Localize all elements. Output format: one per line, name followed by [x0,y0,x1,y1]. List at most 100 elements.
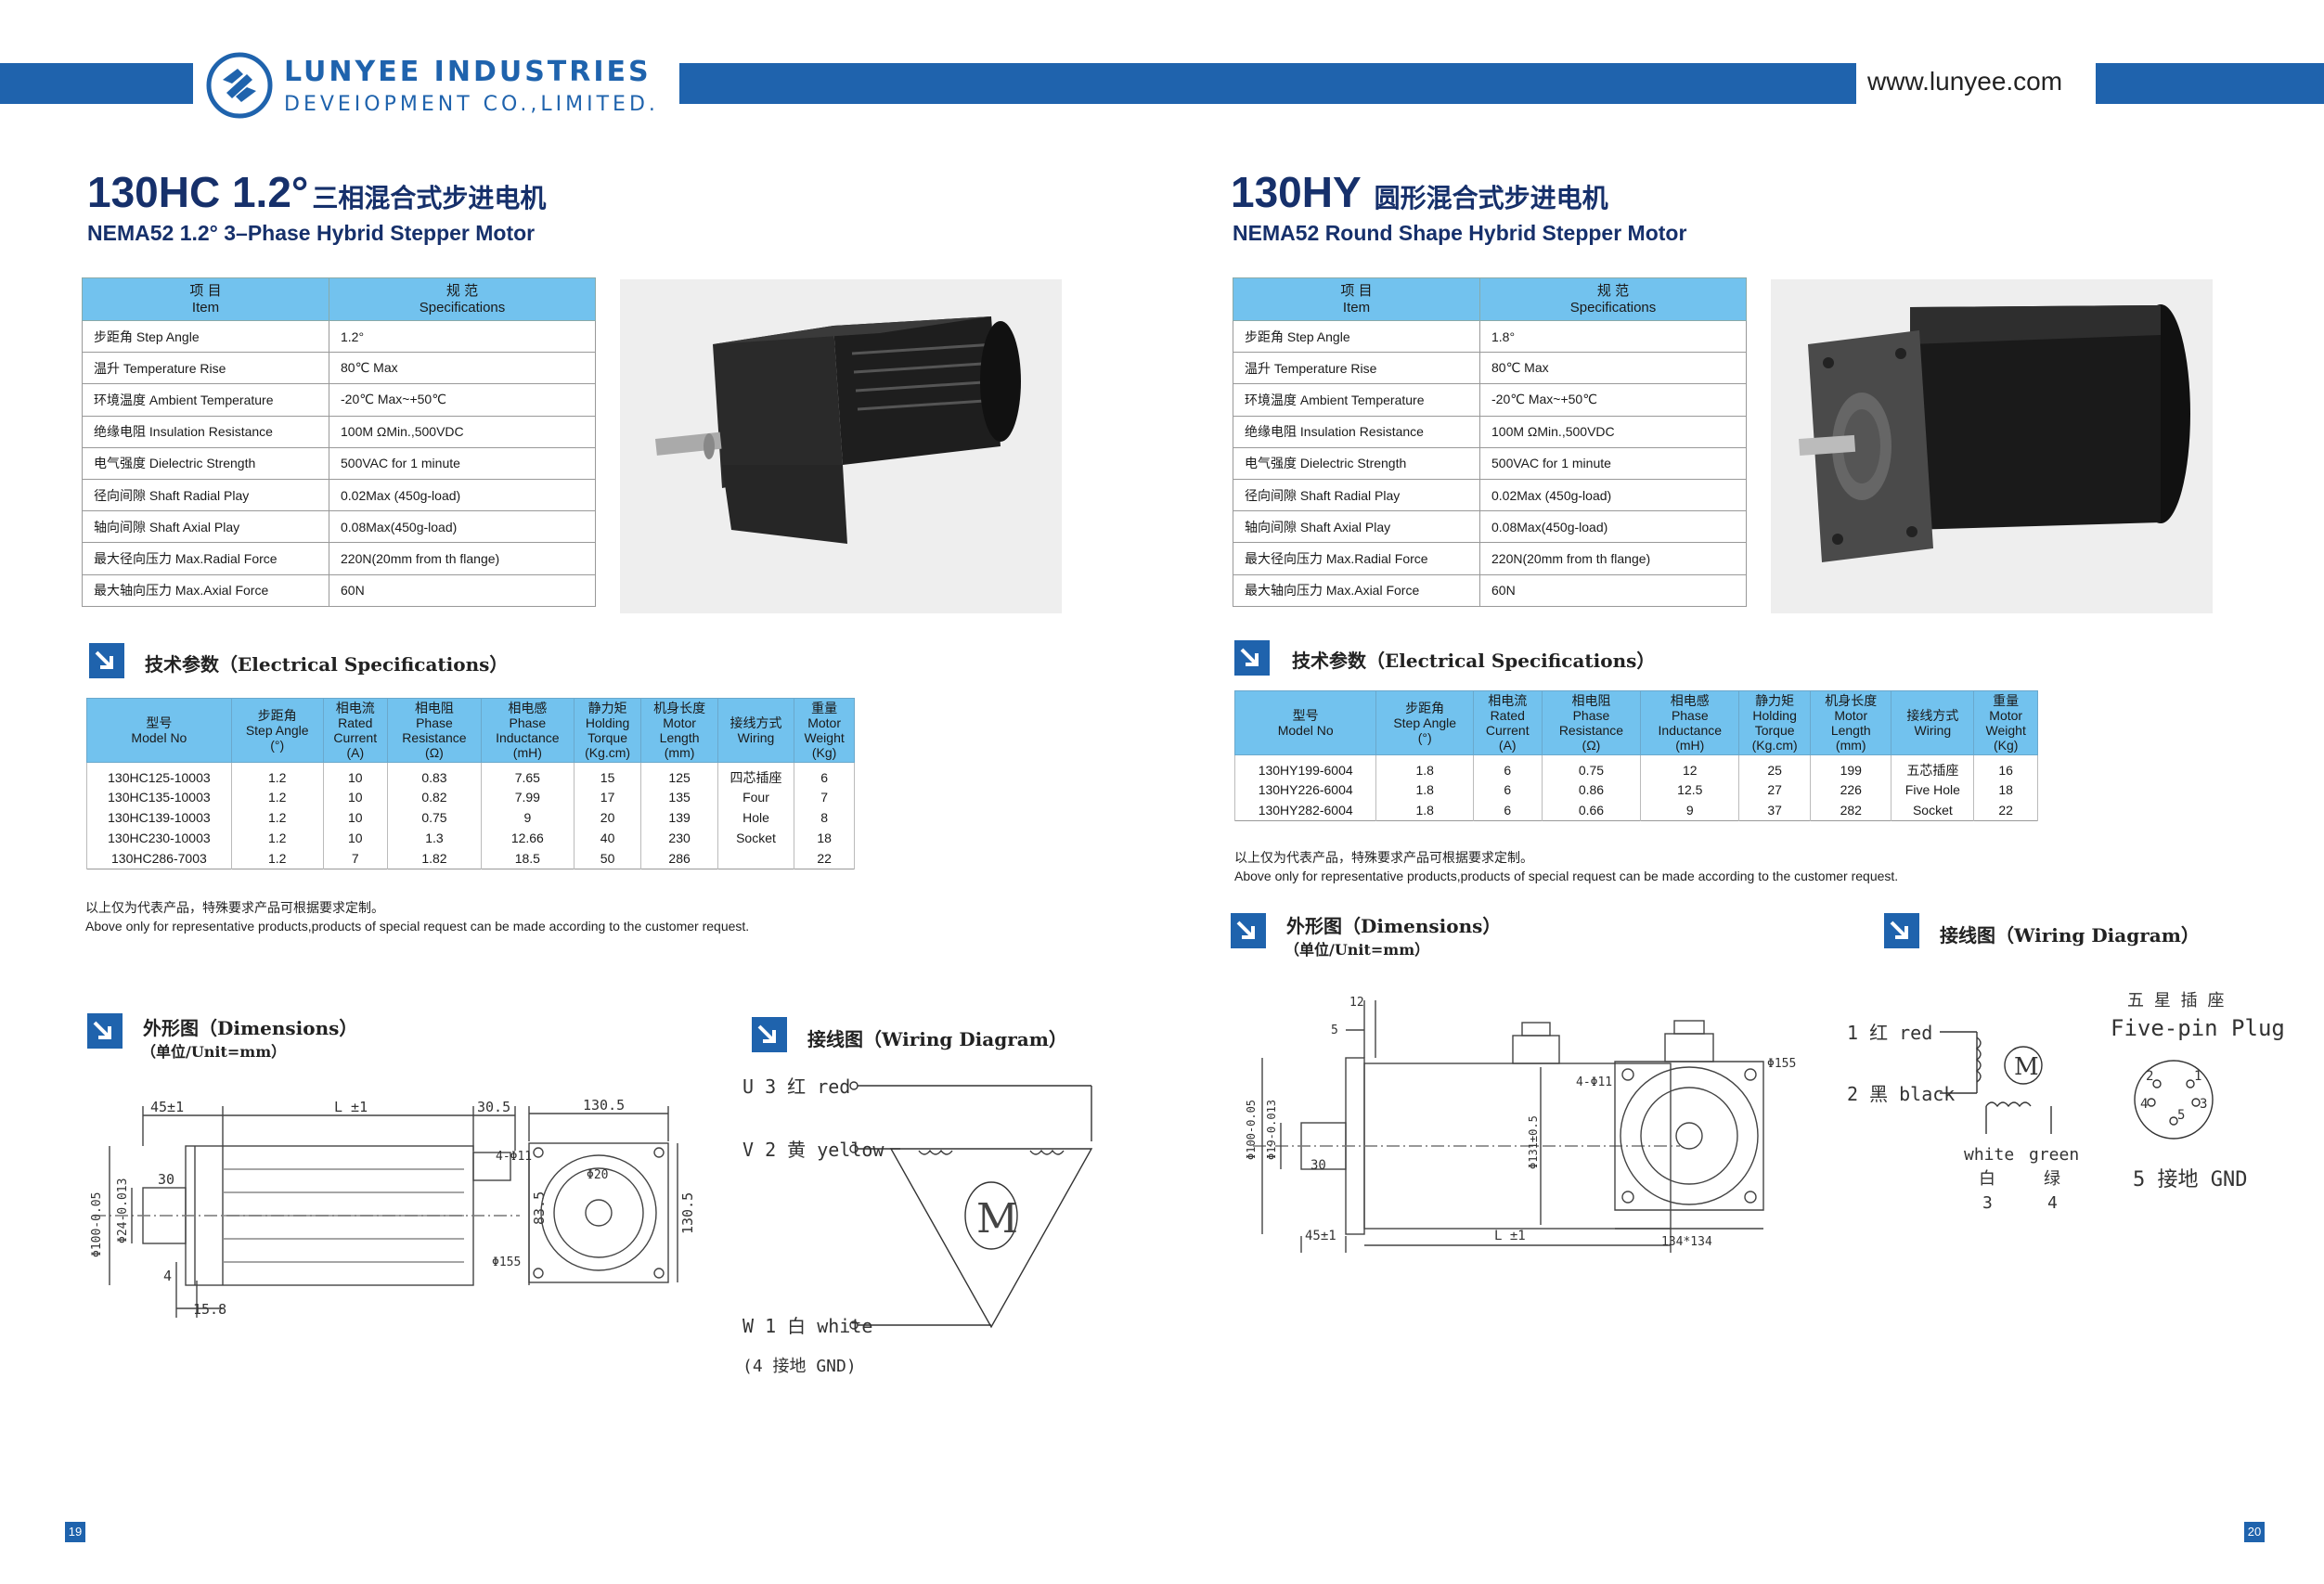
table-cell: 1.2 [230,828,324,848]
spec-value: 220N(20mm from th flange) [329,542,596,575]
table-cell: 0.86 [1541,779,1642,800]
elec-section-icon [1234,640,1270,676]
table-cell: 1.8 [1375,779,1474,800]
table-cell: 0.82 [386,787,482,807]
wire-black: 2 黑 black [1847,1083,1955,1105]
website-link[interactable]: www.lunyee.com [1867,67,2063,96]
table-cell: 1.2 [230,762,324,787]
right-front-view-drawing: 4-Φ11 Φ155 134*134 [1576,1020,1796,1249]
table-cell: 139 [640,807,718,828]
left-subtitle: NEMA52 1.2° 3–Phase Hybrid Stepper Motor [87,221,536,245]
spec-value: 0.08Max(450g-load) [1479,510,1747,544]
spec-value: 220N(20mm from th flange) [1479,542,1747,575]
right-motor-photo [1771,279,2213,613]
spec-item: 最大轴向压力 Max.Axial Force [1233,573,1480,607]
table-cell: 17 [573,787,642,807]
dim-12: 12 [1349,996,1364,1010]
left-note: 以上仅为代表产品，特殊要求产品可根据要求定制。 Above only for r… [85,898,749,935]
spec-value: 1.8° [1479,319,1747,354]
spec-item: 步距角 Step Angle [1233,319,1480,354]
table-cell: 12.5 [1640,779,1740,800]
table-cell: 130HC135-10003 [86,787,232,807]
left-elec-title: 技术参数（Electrical Specifications） [145,653,509,676]
spec-item: 轴向间隙 Shaft Axial Play [1233,510,1480,544]
table-cell: 1.8 [1375,754,1474,779]
table-cell: Socket [1891,800,1975,820]
table-cell: 22 [1973,800,2038,820]
table-cell: 27 [1738,779,1812,800]
table-cell: 0.75 [386,807,482,828]
dim-45: 45±1 [1305,1229,1336,1243]
dim-130-5-top: 130.5 [583,1097,625,1114]
table-cell: 12 [1640,754,1740,779]
table-cell: 25 [1738,754,1812,779]
table-cell: 9 [1640,800,1740,820]
table-cell: 1.2 [230,848,324,869]
dim-30: 30 [158,1171,174,1188]
table-cell: 0.75 [1541,754,1642,779]
table-cell: 22 [794,848,855,869]
spec-value: 80℃ Max [1479,352,1747,385]
spec-item: 绝缘电阻 Insulation Resistance [82,415,329,448]
spec-item: 轴向间隙 Shaft Axial Play [82,510,329,544]
round-motor-image [1799,304,2190,562]
dim-phi155: Φ155 [492,1256,521,1269]
dim-4: 4 [163,1268,172,1284]
table-cell: 125 [640,762,718,787]
table-cell: 9 [480,807,575,828]
table-cell: 15 [573,762,642,787]
table-cell: 37 [1738,800,1812,820]
pin-3: 3 [2200,1097,2207,1112]
spec-value: 80℃ Max [329,352,596,385]
wire-green: green [2029,1145,2079,1165]
right-title-cn: 圆形混合式步进电机 [1374,183,1608,213]
spec-value: 1.2° [329,319,596,354]
spec-value: 0.02Max (450g-load) [329,478,596,512]
spec-value: 500VAC for 1 minute [1479,446,1747,480]
table-cell: 12.66 [480,828,575,848]
left-wiring-drawing: U 3 红 red V 2 黄 yellow W 1 白 white (4 接地… [742,1075,1093,1376]
spec-value: -20℃ Max~+50℃ [329,383,596,417]
motor-symbol: M [976,1195,1018,1243]
dim-phi24: Φ24-0.013 [116,1178,130,1243]
wire-num-4: 4 [2047,1193,2058,1213]
spec-value: 60N [329,573,596,607]
table-cell: 130HY282-6004 [1233,800,1377,820]
table-cell: 四芯插座 [717,762,795,787]
wiring-section-icon [752,1017,787,1052]
table-cell: 7.65 [480,762,575,787]
spec-item: 温升 Temperature Rise [82,352,329,385]
left-dim-unit: （单位/Unit=mm） [141,1043,287,1061]
table-cell: 40 [573,828,642,848]
dim-134: 134*134 [1661,1235,1712,1249]
spec-value: 60N [1479,573,1747,607]
table-cell: 130HC230-10003 [86,828,232,848]
left-wiring-title: 接线图（Wiring Diagram） [807,1028,1067,1050]
right-note-en: Above only for representative products,p… [1234,869,1899,883]
spec-value: 0.08Max(450g-load) [329,510,596,544]
table-cell: 1.8 [1375,800,1474,820]
table-cell: 0.83 [386,762,482,787]
